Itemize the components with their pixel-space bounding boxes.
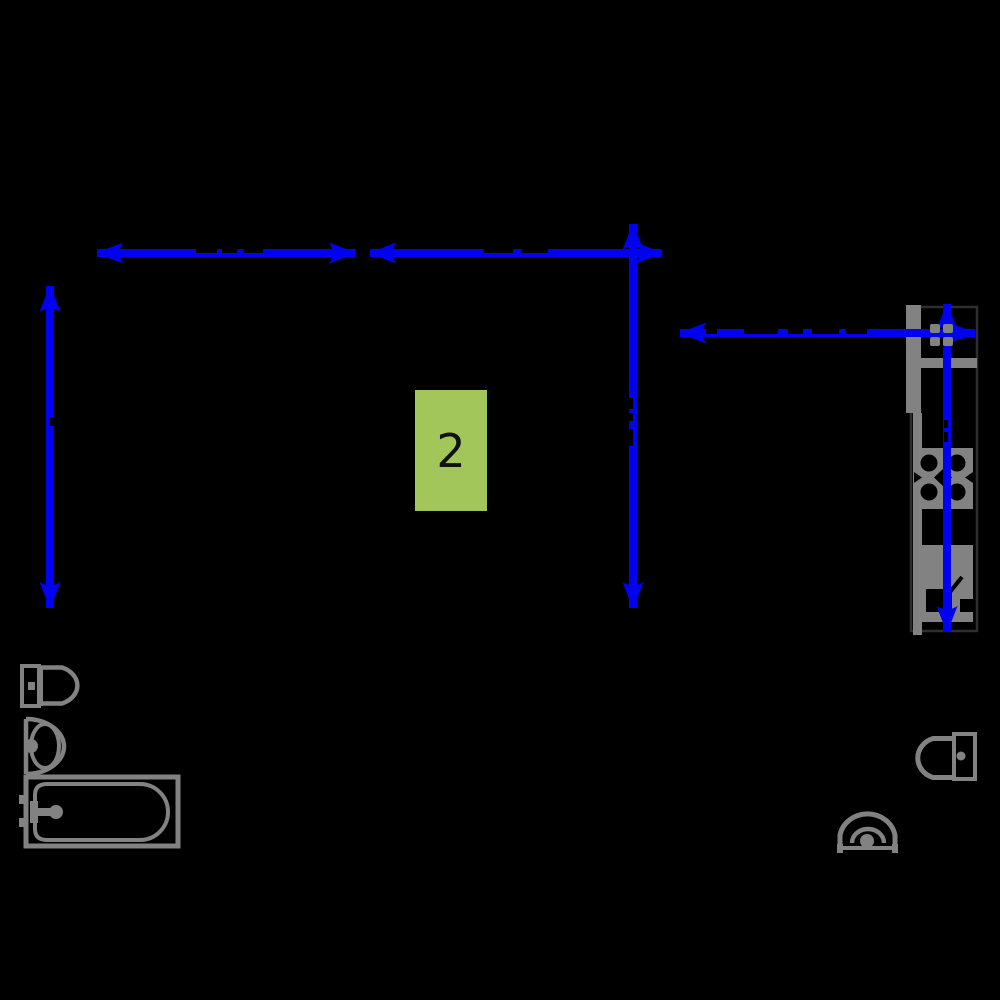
stove-cooktop	[965, 472, 973, 483]
dimension-arrows-layer	[39, 223, 976, 633]
bathtub	[33, 782, 170, 842]
toilet-bottom-right	[952, 732, 977, 781]
dim-horizontal-right-obscured-label	[744, 328, 778, 334]
dim-horizontal-right-obscured-label	[706, 328, 717, 334]
kitchen-faucet-handles	[930, 324, 940, 333]
kitchen-sink-cabinet	[906, 358, 977, 368]
stove-cooktop	[948, 454, 966, 472]
bathtub	[49, 805, 63, 819]
dim-horizontal-left-obscured-label	[222, 247, 237, 253]
stove-cooktop	[920, 483, 938, 501]
overlay-fixtures-layer	[930, 324, 953, 346]
room-2-label: 2	[436, 424, 465, 478]
dim-vertical-mid-obscured-label	[628, 398, 633, 409]
washbasin-bottom-right	[892, 844, 898, 853]
dim-horizontal-left-obscured-label	[196, 247, 217, 253]
bathtub	[36, 808, 54, 816]
washbasin-bottom-right	[837, 844, 843, 853]
dim-horizontal-mid-obscured-label	[521, 247, 548, 253]
dim-vertical-mid-obscured-label	[628, 413, 633, 421]
kitchen-faucet-handles	[930, 337, 940, 346]
dim-vertical-right-obscured-label	[944, 420, 948, 428]
washbasin-bottom-left	[25, 716, 67, 777]
kitchen-faucet-handles	[943, 324, 953, 333]
dishwasher-unit	[960, 599, 973, 612]
bathtub	[30, 801, 38, 823]
stove-cooktop	[948, 483, 966, 501]
obscured-labels-layer	[50, 247, 948, 446]
washbasin-bottom-right	[837, 811, 898, 850]
stove-cooktop	[914, 472, 922, 483]
toilet-bottom-right	[956, 751, 966, 761]
dim-horizontal-mid-obscured-label	[483, 247, 513, 253]
washbasin-bottom-left	[24, 739, 38, 753]
toilet-bottom-left	[41, 665, 80, 706]
dim-horizontal-right-obscured-label	[788, 328, 803, 334]
bathtub	[19, 795, 26, 804]
washbasin-bottom-right	[860, 834, 874, 848]
dim-vertical-right-obscured-label	[944, 432, 948, 442]
toilet-bottom-right	[915, 736, 954, 780]
washbasin-bottom-right	[849, 826, 887, 844]
fixtures-layer	[19, 305, 979, 853]
dim-horizontal-right-obscured-label	[812, 328, 839, 334]
dim-horizontal-left-obscured-label	[243, 247, 263, 253]
toilet-bottom-left	[28, 682, 35, 690]
bathtub	[19, 818, 26, 827]
dim-horizontal-right-obscured-label	[846, 328, 867, 334]
dim-vertical-mid-obscured-label	[628, 429, 633, 446]
room-2-area	[415, 390, 487, 511]
kitchen-faucet-handles	[943, 337, 953, 346]
dim-vertical-left-obscured-label	[50, 417, 55, 426]
bathtub	[23, 774, 181, 849]
stove-cooktop	[920, 454, 938, 472]
kitchen-sink-cabinet	[913, 413, 922, 635]
